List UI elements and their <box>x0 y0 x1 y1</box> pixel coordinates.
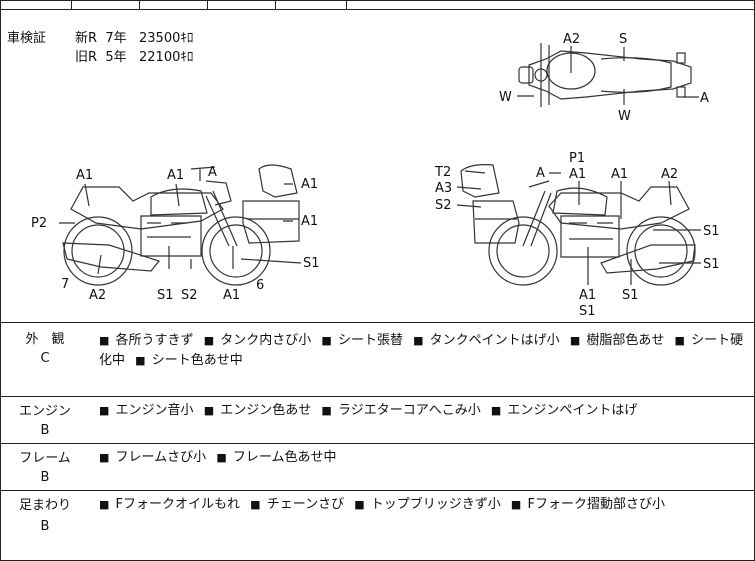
diagram-label: P1 <box>569 151 585 166</box>
section-items: ■ フレームさび小 ■ フレーム色あせ中 <box>99 450 337 465</box>
diagram-label: A2 <box>89 288 106 303</box>
motorcycle-diagram: A2 S W W A A1 A1 A A1 P2 A1 7 A2 S1 S2 A… <box>31 32 720 319</box>
diagram-label: P2 <box>31 216 47 231</box>
diagram-label: W <box>618 109 631 124</box>
section-name: フレーム <box>19 451 71 466</box>
diagram-label: S1 <box>579 304 596 319</box>
diagram-label: A1 <box>579 288 596 303</box>
diagram-label: 6 <box>256 278 264 293</box>
section-items: ■ Fフォークオイルもれ ■ チェーンさび ■ トップブリッジきず小 ■ Fフォ… <box>99 497 665 512</box>
diagram-label: A2 <box>563 32 580 47</box>
section-name: エンジン <box>18 404 71 419</box>
diagram-label: A <box>208 165 217 180</box>
section-name: 外 観 <box>25 332 65 347</box>
top-view-motorcycle <box>518 43 692 107</box>
diagram-label: S1 <box>703 224 720 239</box>
diagram-label: S1 <box>703 257 720 272</box>
right-view-motorcycle <box>460 164 696 286</box>
section-grade: B <box>40 423 50 438</box>
header-strip <box>1 1 754 10</box>
diagram-label: S1 <box>622 288 639 303</box>
section-frame: フレーム B ■ フレームさび小 ■ フレーム色あせ中 <box>1 443 754 490</box>
diagram-label: T2 <box>434 165 451 180</box>
left-view-motorcycle <box>62 164 300 286</box>
diagram-label: S1 <box>157 288 174 303</box>
section-name: 足まわり <box>18 498 71 513</box>
diagram-label: A1 <box>569 167 586 182</box>
diagram-label: A1 <box>223 288 240 303</box>
diagram-label: W <box>499 90 512 105</box>
diagram-label: S2 <box>435 198 452 213</box>
section-grade: B <box>40 519 50 534</box>
registration-label: 車検証 <box>7 31 47 46</box>
section-exterior: 外 観 C ■ 各所うすきず ■ タンク内さび小 ■ シート張替 ■ タンクペイ… <box>1 322 754 396</box>
diagram-label: A1 <box>301 214 318 229</box>
diagram-label: A2 <box>661 167 678 182</box>
diagram-label: A1 <box>76 168 93 183</box>
section-suspension: 足まわり B ■ Fフォークオイルもれ ■ チェーンさび ■ トップブリッジきず… <box>1 490 754 561</box>
registration-line-old: 旧R 5年 22100ｷﾛ <box>75 50 194 65</box>
section-grade: B <box>40 470 50 485</box>
section-grade: C <box>40 351 50 366</box>
registration-line-new: 新R 7年 23500ｷﾛ <box>75 31 194 46</box>
diagram-label: 7 <box>61 277 69 292</box>
diagram-label: A <box>700 91 709 106</box>
diagram-label: A1 <box>301 177 318 192</box>
diagram-label: A <box>536 166 545 181</box>
diagram-label: A1 <box>611 167 628 182</box>
diagram-label: S2 <box>181 288 198 303</box>
diagram-label-group: A2 S W W A A1 A1 A A1 P2 A1 7 A2 S1 S2 A… <box>31 32 720 319</box>
leader-lines <box>59 46 701 285</box>
diagram-label: S1 <box>303 256 320 271</box>
section-items: ■ エンジン音小 ■ エンジン色あせ ■ ラジエターコアへこみ小 ■ エンジンペ… <box>99 403 638 418</box>
diagram-label: A1 <box>167 168 184 183</box>
section-items: ■ 各所うすきず ■ タンク内さび小 ■ シート張替 ■ タンクペイントはげ小 … <box>99 333 744 368</box>
diagram-label: S <box>619 32 627 47</box>
section-engine: エンジン B ■ エンジン音小 ■ エンジン色あせ ■ ラジエターコアへこみ小 … <box>1 396 754 443</box>
diagram-label: A3 <box>435 181 452 196</box>
